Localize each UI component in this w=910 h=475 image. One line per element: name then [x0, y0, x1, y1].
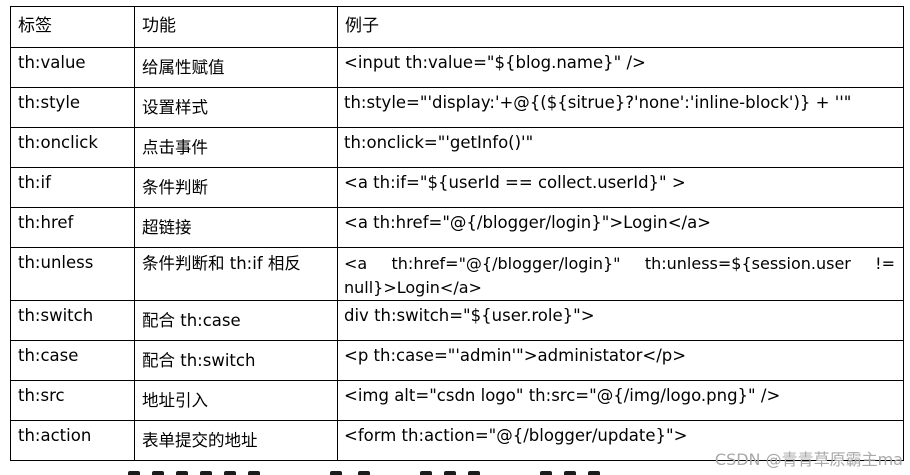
tag-text: th:src [18, 386, 65, 405]
tag-text: th:case [18, 346, 79, 365]
tag-cell: th:value [10, 47, 135, 88]
cropped-glyph [564, 471, 576, 475]
function-cell: 给属性赋值 [134, 47, 338, 88]
example-text: <a th:href="@{/blogger/login}" th:unless… [344, 254, 895, 297]
example-text: <form th:action="@{/blogger/update}"> [344, 426, 688, 445]
cropped-text-line [0, 462, 910, 475]
table-row: th:action 表单提交的地址 <form th:action="@{/bl… [10, 420, 904, 461]
header-cell-tag: 标签 [10, 6, 135, 48]
example-text: th:onclick="'getInfo()'" [344, 133, 534, 152]
function-cell: 条件判断和 th:if 相反 [134, 247, 338, 301]
example-cell: div th:switch="${user.role}"> [337, 300, 904, 341]
tag-text: th:unless [18, 253, 94, 272]
function-text: 点击事件 [142, 138, 208, 157]
function-cell: 表单提交的地址 [134, 420, 338, 461]
tag-text: th:switch [18, 306, 94, 325]
tag-cell: th:style [10, 87, 135, 128]
function-cell: 配合 th:case [134, 300, 338, 341]
function-text: 地址引入 [142, 391, 208, 410]
tag-text: th:if [18, 173, 51, 192]
tag-text: th:value [18, 53, 86, 72]
cropped-glyph [420, 471, 432, 475]
table-row: th:case 配合 th:switch <p th:case="'admin'… [10, 340, 904, 381]
header-label: 功能 [142, 16, 176, 36]
function-text: 设置样式 [142, 98, 208, 117]
example-text: <a th:if="${userId == collect.userId}" > [344, 173, 686, 192]
function-text: 超链接 [142, 218, 192, 237]
example-cell: <input th:value="${blog.name}" /> [337, 47, 904, 88]
cropped-glyph [200, 471, 212, 475]
tag-cell: th:href [10, 207, 135, 248]
function-text: 表单提交的地址 [142, 431, 258, 450]
tag-cell: th:action [10, 420, 135, 461]
function-cell: 地址引入 [134, 380, 338, 421]
header-label: 标签 [18, 16, 52, 36]
example-cell: <a th:if="${userId == collect.userId}" > [337, 167, 904, 208]
cropped-glyph [330, 471, 342, 475]
header-cell-function: 功能 [134, 6, 338, 48]
example-cell: <img alt="csdn logo" th:src="@{/img/logo… [337, 380, 904, 421]
function-text: 条件判断和 th:if 相反 [142, 254, 301, 273]
table-row: th:onclick 点击事件 th:onclick="'getInfo()'" [10, 127, 904, 168]
table-row: th:value 给属性赋值 <input th:value="${blog.n… [10, 47, 904, 88]
thymeleaf-attribute-table: 标签 功能 例子 th:value 给属性赋值 <input th:value=… [10, 6, 904, 461]
tag-cell: th:src [10, 380, 135, 421]
cropped-glyph [468, 471, 480, 475]
example-cell: <p th:case="'admin'">administator</p> [337, 340, 904, 381]
tag-text: th:onclick [18, 133, 98, 152]
example-cell: <form th:action="@{/blogger/update}"> [337, 420, 904, 461]
function-cell: 配合 th:switch [134, 340, 338, 381]
header-cell-example: 例子 [337, 6, 904, 48]
function-cell: 条件判断 [134, 167, 338, 208]
example-cell: <a th:href="@{/blogger/login}" th:unless… [337, 247, 904, 301]
table-row: th:if 条件判断 <a th:if="${userId == collect… [10, 167, 904, 208]
cropped-glyph [224, 471, 236, 475]
table-row: th:href 超链接 <a th:href="@{/blogger/login… [10, 207, 904, 248]
table-row: th:switch 配合 th:case div th:switch="${us… [10, 300, 904, 341]
function-cell: 设置样式 [134, 87, 338, 128]
tag-cell: th:onclick [10, 127, 135, 168]
example-cell: <a th:href="@{/blogger/login}">Login</a> [337, 207, 904, 248]
cropped-glyph [588, 471, 600, 475]
tag-cell: th:case [10, 340, 135, 381]
tag-cell: th:switch [10, 300, 135, 341]
cropped-glyph [248, 471, 260, 475]
example-text: <img alt="csdn logo" th:src="@{/img/logo… [344, 386, 781, 405]
tag-text: th:style [18, 93, 81, 112]
example-text: th:style="'display:'+@{(${sitrue}?'none'… [344, 93, 852, 112]
cropped-glyph [152, 471, 164, 475]
cropped-glyph [176, 471, 188, 475]
function-text: 条件判断 [142, 178, 208, 197]
cropped-glyph [444, 471, 456, 475]
example-text: <a th:href="@{/blogger/login}">Login</a> [344, 213, 712, 232]
example-cell: th:onclick="'getInfo()'" [337, 127, 904, 168]
function-text: 配合 th:case [142, 311, 241, 330]
example-text: <p th:case="'admin'">administator</p> [344, 346, 687, 365]
function-cell: 点击事件 [134, 127, 338, 168]
tag-text: th:action [18, 426, 92, 445]
example-text: div th:switch="${user.role}"> [344, 306, 595, 325]
table-header-row: 标签 功能 例子 [10, 6, 904, 48]
example-cell: th:style="'display:'+@{(${sitrue}?'none'… [337, 87, 904, 128]
cropped-glyph [358, 471, 370, 475]
tag-cell: th:if [10, 167, 135, 208]
header-label: 例子 [345, 16, 379, 36]
csdn-watermark: CSDN @青青草原霸主ma [714, 450, 903, 469]
table-row: th:style 设置样式 th:style="'display:'+@{(${… [10, 87, 904, 128]
table-row: th:src 地址引入 <img alt="csdn logo" th:src=… [10, 380, 904, 421]
example-text: <input th:value="${blog.name}" /> [344, 53, 646, 72]
function-text: 配合 th:switch [142, 351, 256, 370]
table-row: th:unless 条件判断和 th:if 相反 <a th:href="@{/… [10, 247, 904, 301]
cropped-glyph [540, 471, 552, 475]
thymeleaf-attribute-table-container: 标签 功能 例子 th:value 给属性赋值 <input th:value=… [10, 6, 904, 461]
function-cell: 超链接 [134, 207, 338, 248]
function-text: 给属性赋值 [142, 58, 225, 77]
tag-text: th:href [18, 213, 74, 232]
cropped-glyph [128, 471, 140, 475]
tag-cell: th:unless [10, 247, 135, 301]
